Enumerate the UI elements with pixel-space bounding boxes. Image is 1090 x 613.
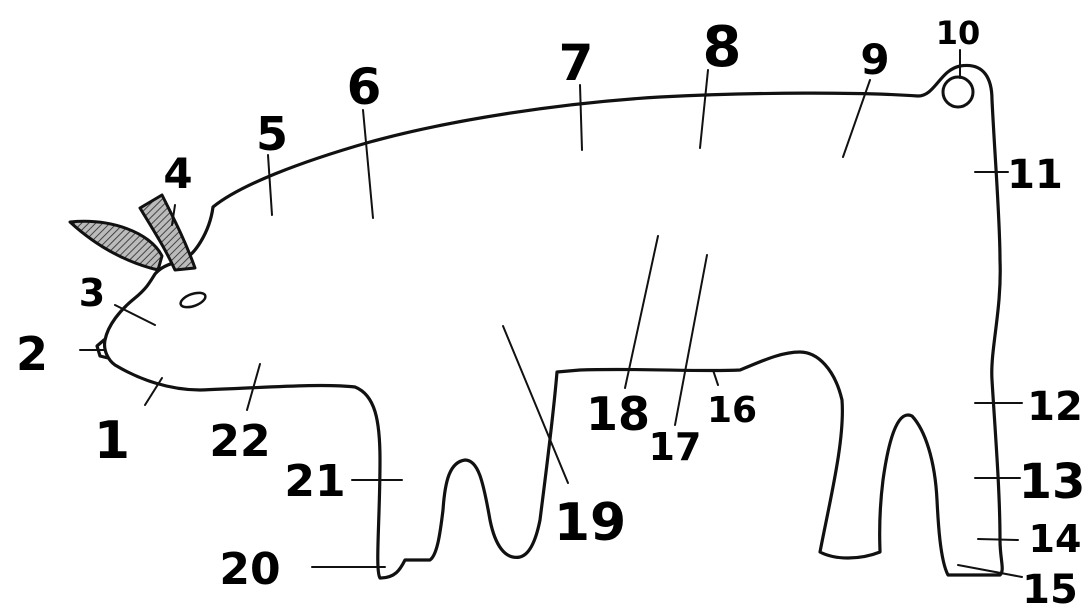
label-14: 14 <box>1029 517 1082 561</box>
leader-line-7 <box>579 84 583 151</box>
leader-line-9 <box>842 79 871 158</box>
pig-ear-back-shape <box>138 193 197 272</box>
leader-line-1 <box>144 377 163 406</box>
label-5: 5 <box>256 107 288 161</box>
label-16: 16 <box>707 390 757 431</box>
label-17: 17 <box>649 425 702 469</box>
pig-eye-shape <box>179 291 207 309</box>
leader-line-3 <box>114 304 156 326</box>
label-8: 8 <box>703 15 742 80</box>
label-4: 4 <box>163 149 192 198</box>
label-1: 1 <box>94 411 130 471</box>
pig-ear-shape <box>68 219 164 272</box>
label-3: 3 <box>79 271 105 315</box>
label-9: 9 <box>860 35 889 84</box>
leader-line-18 <box>624 235 659 389</box>
label-13: 13 <box>1019 454 1086 510</box>
label-18: 18 <box>586 387 650 441</box>
leader-line-17 <box>674 254 708 426</box>
label-10: 10 <box>936 14 981 52</box>
leader-line-14 <box>977 538 1019 541</box>
leader-line-4 <box>171 204 176 226</box>
label-12: 12 <box>1027 384 1083 430</box>
leader-line-22 <box>246 363 261 411</box>
label-22: 22 <box>209 416 270 467</box>
leader-line-15 <box>957 564 1023 578</box>
leader-line-16 <box>712 369 719 386</box>
label-6: 6 <box>347 58 382 116</box>
label-7: 7 <box>559 34 594 92</box>
leader-line-5 <box>267 154 273 216</box>
leader-line-6 <box>362 109 374 219</box>
label-15: 15 <box>1022 567 1078 613</box>
label-11: 11 <box>1007 152 1063 198</box>
pig-tail-circle <box>941 75 975 109</box>
label-19: 19 <box>554 493 626 553</box>
label-2: 2 <box>16 327 48 381</box>
label-21: 21 <box>284 456 345 507</box>
label-20: 20 <box>219 544 280 595</box>
leader-line-8 <box>699 69 709 149</box>
pig-body-outline <box>102 63 1004 580</box>
leader-line-19 <box>502 325 569 484</box>
